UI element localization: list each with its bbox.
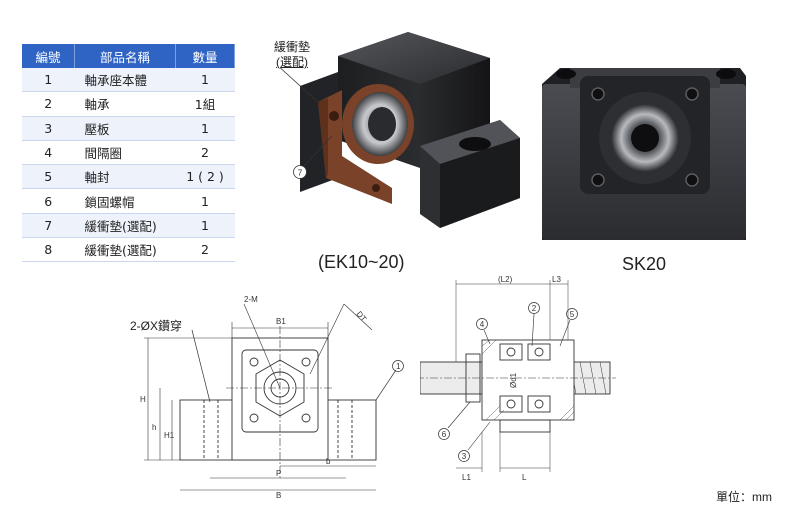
screw-hole xyxy=(301,357,311,367)
dim-h-small: h xyxy=(152,423,156,432)
row-no: 4 xyxy=(22,140,75,166)
row-no: 7 xyxy=(22,213,75,239)
dim-d1: Ød1 xyxy=(509,372,518,388)
part-number: 2 xyxy=(532,304,537,313)
part-number: 5 xyxy=(570,310,575,319)
row-qty: 1 xyxy=(175,116,235,141)
part-number: 3 xyxy=(462,452,467,461)
row-qty: 1 ( 2 ) xyxy=(175,164,235,190)
row-name: 鎖固螺帽 xyxy=(74,188,176,214)
cushion-pad-callout: 緩衝墊 (選配) xyxy=(262,40,322,70)
row-name: 緩衝墊(選配) xyxy=(74,213,176,239)
dim-l: L xyxy=(522,473,527,482)
dim-dt: DT xyxy=(354,310,368,324)
pressure-plate xyxy=(499,419,551,433)
ek-bearing-block-image: 7 xyxy=(280,32,520,228)
parts-table-header: 編號 部品名稱 數量 xyxy=(22,44,235,68)
callout-sub: (選配) xyxy=(276,55,308,69)
dim-h: H xyxy=(140,395,146,404)
section-view-drawing: (L2) L3 Ød1 L1 L 2 4 5 6 3 xyxy=(420,275,616,482)
front-view-drawing: 2-M B1 DT H h H1 P B b 1 xyxy=(140,295,404,500)
unit-label: 單位：mm xyxy=(716,490,772,504)
row-qty: 2 xyxy=(175,237,235,263)
row-name: 軸承 xyxy=(74,91,176,117)
row-no: 1 xyxy=(22,68,75,93)
dim-b1: B1 xyxy=(276,317,286,326)
bearing xyxy=(527,343,551,361)
screw-hole xyxy=(249,413,259,423)
header-name: 部品名稱 xyxy=(74,44,176,68)
dim-p: P xyxy=(276,469,281,478)
sk20-caption: SK20 xyxy=(622,254,667,274)
part-number: 6 xyxy=(442,430,447,439)
row-name: 壓板 xyxy=(74,116,176,141)
sk20-bearing-block-image xyxy=(542,68,746,240)
row-qty: 1 xyxy=(175,188,235,214)
callout-title: 緩衝墊 xyxy=(273,40,310,54)
part-number: 1 xyxy=(396,362,401,371)
row-qty: 2 xyxy=(175,140,235,166)
dim-h1: H1 xyxy=(164,431,175,440)
dim-b: B xyxy=(276,491,281,500)
bearing xyxy=(527,395,551,413)
row-no: 3 xyxy=(22,116,75,141)
row-name: 間隔圈 xyxy=(74,140,176,166)
row-name: 軸封 xyxy=(74,164,176,190)
row-no: 8 xyxy=(22,237,75,263)
row-no: 6 xyxy=(22,188,75,214)
bearing xyxy=(499,395,523,413)
row-name: 緩衝墊(選配) xyxy=(74,237,176,263)
row-qty: 1 xyxy=(175,68,235,93)
row-qty: 1組 xyxy=(175,91,235,117)
dim-l2: (L2) xyxy=(498,275,513,284)
callout-number: 7 xyxy=(298,168,303,178)
dim-l3: L3 xyxy=(552,275,561,284)
bearing xyxy=(499,343,523,361)
part-number: 4 xyxy=(480,320,485,329)
row-name: 軸承座本體 xyxy=(74,68,176,93)
screw-hole xyxy=(249,357,259,367)
header-qty: 數量 xyxy=(175,44,235,68)
dim-l1: L1 xyxy=(462,473,471,482)
hole-label: 2-ØX鑽穿 xyxy=(130,319,183,333)
row-qty: 1 xyxy=(175,213,235,239)
ek-caption: (EK10~20) xyxy=(318,252,405,272)
row-no: 2 xyxy=(22,91,75,117)
dim-2m: 2-M xyxy=(244,295,258,304)
header-no: 編號 xyxy=(22,44,75,68)
row-no: 5 xyxy=(22,164,75,190)
dim-b-small: b xyxy=(326,457,331,466)
screw-hole xyxy=(301,413,311,423)
